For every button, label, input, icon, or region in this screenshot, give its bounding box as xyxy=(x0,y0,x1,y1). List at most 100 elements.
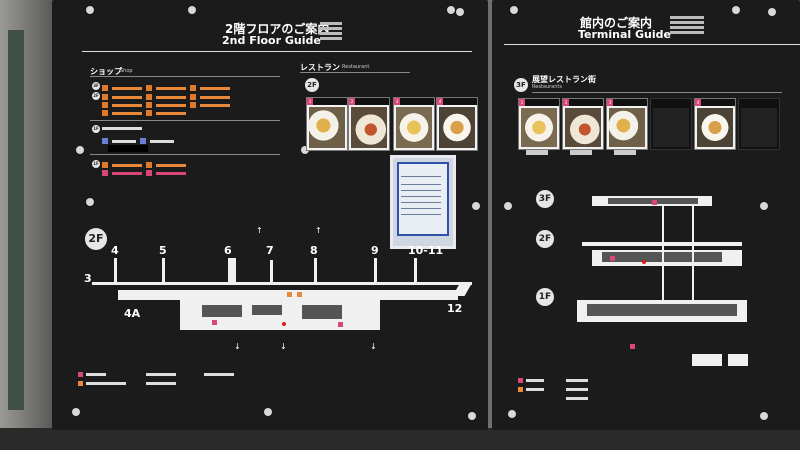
gate-number: 7 xyxy=(266,244,274,257)
restaurant-photo: 3 xyxy=(606,98,648,150)
gate-number: 10-11 xyxy=(408,244,444,257)
legend-text xyxy=(526,388,544,391)
shop-entry xyxy=(150,139,174,143)
shop-floor-badge: 1F xyxy=(92,160,100,168)
restaurant-marker xyxy=(652,200,657,205)
shop-number xyxy=(102,102,108,108)
screw xyxy=(760,202,768,210)
wall-stripe xyxy=(8,30,24,410)
shop-entry xyxy=(200,86,230,90)
screw xyxy=(86,6,94,14)
gate-number: 12 xyxy=(447,302,463,315)
shop-entry xyxy=(156,103,186,107)
notice-sheet xyxy=(390,155,456,249)
legend-marker xyxy=(78,372,83,377)
restaurant-marker xyxy=(212,320,217,325)
shop-entry xyxy=(112,163,142,167)
shop-list-row xyxy=(102,102,230,108)
shop-number xyxy=(146,110,152,116)
shop-number xyxy=(146,102,152,108)
shop-entry xyxy=(156,111,186,115)
shop-area xyxy=(302,305,342,319)
you-are-here-marker xyxy=(282,322,286,326)
restaurant-photo: 2 xyxy=(348,97,390,151)
shop-list-row xyxy=(102,162,186,168)
map-floor-badge: 2F xyxy=(85,228,107,250)
title-divider xyxy=(504,44,800,45)
you-are-here-marker xyxy=(642,260,646,264)
bottom-frame xyxy=(0,428,800,450)
terminal-guide-title-en: Terminal Guide xyxy=(578,28,671,41)
gate-connector xyxy=(414,258,417,284)
shop-floor-badge: 1F xyxy=(92,125,100,133)
wall xyxy=(0,0,52,450)
floor-badge-2f: 2F xyxy=(536,230,554,248)
screw xyxy=(468,412,476,420)
restaurant-photo-placeholder xyxy=(650,98,692,150)
shop-entry xyxy=(112,171,142,175)
restaurant-photo: 4 xyxy=(436,97,478,151)
shop-entry xyxy=(156,163,186,167)
shop-number xyxy=(190,85,196,91)
down-arrow-icon: ↓ xyxy=(370,342,377,351)
shop-number xyxy=(102,138,108,144)
shop-list-row xyxy=(102,110,186,116)
shop-entry xyxy=(156,171,186,175)
shop-area xyxy=(252,305,282,315)
legend-marker xyxy=(518,378,523,383)
screw xyxy=(456,8,464,16)
vertical-connector xyxy=(692,206,694,300)
restaurant-heading-en: Restaurant xyxy=(342,64,370,70)
gate-number: 5 xyxy=(159,244,167,257)
floor-guide-title-jp: 2階フロアのご案内 xyxy=(225,22,330,36)
screw xyxy=(508,410,516,418)
screw xyxy=(72,408,80,416)
shop-number xyxy=(140,138,146,144)
shop-divider xyxy=(90,154,280,155)
legend-text xyxy=(86,373,106,376)
shop-number xyxy=(102,170,108,176)
gate-connector xyxy=(270,260,273,284)
gate-connector xyxy=(228,258,236,282)
terminal-guide-panel: 館内のご案内 Terminal Guide 3F 展望レストラン街 Restau… xyxy=(492,0,800,430)
restaurant-photo: 1 xyxy=(306,97,348,151)
gate-connector xyxy=(314,258,317,284)
vertical-connector xyxy=(662,206,664,300)
legend-text xyxy=(566,397,588,400)
shop-entry xyxy=(156,95,186,99)
shop-heading-jp: ショップ xyxy=(90,67,122,76)
shop-floor-badge: 2F xyxy=(92,92,100,100)
screw xyxy=(86,198,94,206)
legend-marker xyxy=(518,387,523,392)
shop-number xyxy=(102,85,108,91)
floor-guide-title-en: 2nd Floor Guide xyxy=(222,34,321,47)
gate-number: 4 xyxy=(111,244,119,257)
shop-number xyxy=(146,162,152,168)
shop-number xyxy=(190,94,196,100)
shop-number xyxy=(102,162,108,168)
up-arrow-icon: ↑ xyxy=(256,226,263,235)
screw xyxy=(301,146,309,154)
floor-1f-detail xyxy=(587,304,737,316)
shop-heading-en: Shop xyxy=(120,68,133,74)
gate-number: 9 xyxy=(371,244,379,257)
shop-list-row xyxy=(102,138,174,144)
screw xyxy=(472,202,480,210)
gate-number: 3 xyxy=(84,272,92,285)
screw xyxy=(768,8,776,16)
legend-text xyxy=(146,382,176,385)
screw xyxy=(447,6,455,14)
shop-marker xyxy=(297,292,302,297)
shop-number xyxy=(146,170,152,176)
floor-guide-panel: 2階フロアのご案内 2nd Floor Guide ショップ Shop 3F 2… xyxy=(52,0,488,430)
shop-number xyxy=(102,110,108,116)
restaurant-tag xyxy=(526,150,548,155)
restaurant-street-heading-jp: 展望レストラン街 xyxy=(532,75,596,84)
legend-marker xyxy=(78,381,83,386)
shop-number xyxy=(190,102,196,108)
restaurant-divider xyxy=(300,72,410,73)
floor-badge-3f: 3F xyxy=(536,190,554,208)
floor-badge-1f: 1F xyxy=(536,288,554,306)
title-divider xyxy=(82,51,472,52)
shop-marker xyxy=(287,292,292,297)
